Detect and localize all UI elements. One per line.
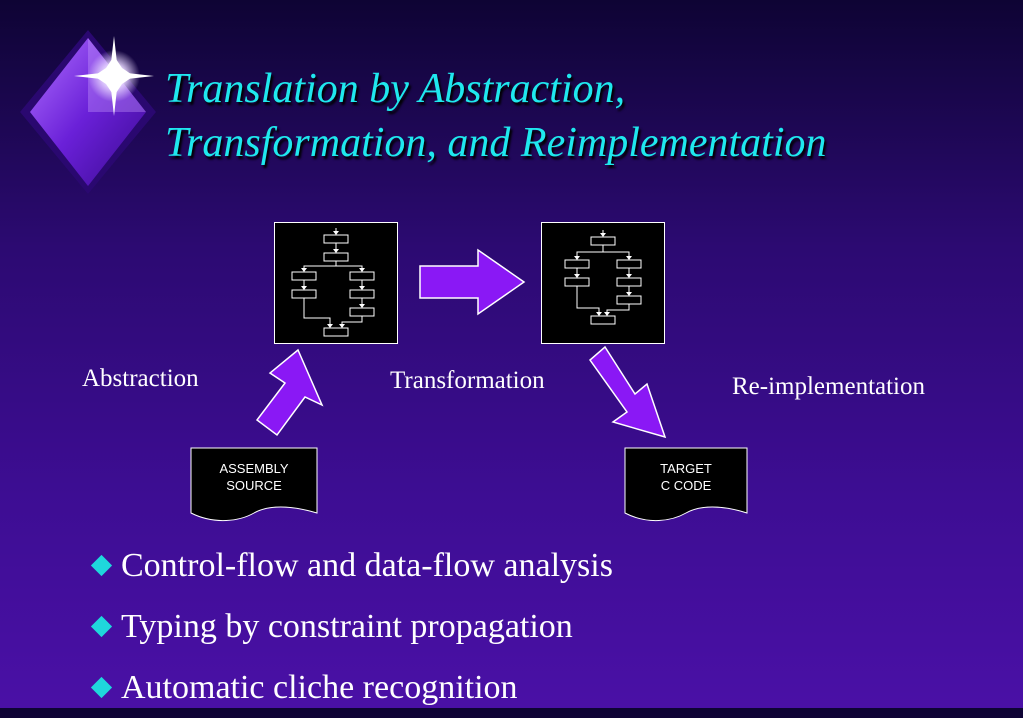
slide-title: Translation by Abstraction, Transformati… xyxy=(165,62,827,170)
document-target-c-code: TARGET C CODE xyxy=(624,447,748,522)
label-abstraction: Abstraction xyxy=(82,365,199,392)
flowchart-box-transformed xyxy=(541,222,665,344)
bullet-list: Control-flow and data-flow analysis Typi… xyxy=(90,535,613,718)
diamond-bullet-icon xyxy=(90,554,113,577)
assembly-source-line-1: ASSEMBLY xyxy=(219,461,288,476)
label-reimplementation: Re-implementation xyxy=(732,373,926,400)
document-assembly-source: ASSEMBLY SOURCE xyxy=(190,447,318,522)
diamond-bullet-icon xyxy=(90,615,113,638)
target-code-line-2: C CODE xyxy=(661,478,712,493)
arrow-down-reimplementation xyxy=(588,345,667,439)
bullet-item: Typing by constraint propagation xyxy=(90,596,613,657)
bullet-text: Typing by constraint propagation xyxy=(121,607,573,645)
flowchart-box-abstract xyxy=(274,222,398,344)
target-code-line-1: TARGET xyxy=(660,461,712,476)
title-line-1: Translation by Abstraction, xyxy=(165,66,626,112)
diamond-bullet-icon xyxy=(90,676,113,699)
bullet-item: Control-flow and data-flow analysis xyxy=(90,535,613,596)
bullet-text: Automatic cliche recognition xyxy=(121,668,518,706)
label-transformation: Transformation xyxy=(390,367,545,394)
bullet-item: Automatic cliche recognition xyxy=(90,657,613,718)
assembly-source-line-2: SOURCE xyxy=(226,478,282,493)
diamond-star-logo xyxy=(20,30,156,194)
arrow-up-abstraction xyxy=(255,348,324,437)
arrow-right-transformation xyxy=(419,248,526,316)
bullet-text: Control-flow and data-flow analysis xyxy=(121,546,613,584)
title-line-2: Transformation, and Reimplementation xyxy=(165,120,827,166)
